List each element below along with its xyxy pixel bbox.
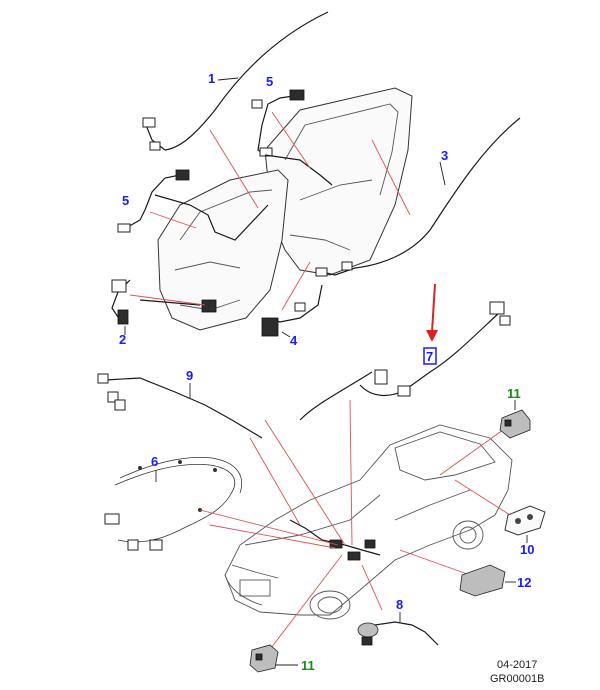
highlight-arrow-shaft: [431, 283, 436, 333]
sunroof-harness-6: [104, 456, 242, 551]
callout-7-highlight-box: [423, 347, 437, 365]
vehicle-outline: [224, 424, 513, 620]
callout-11-lower[interactable]: 11: [301, 658, 315, 673]
door-harness-3: [321, 117, 521, 276]
module-11-lower: [249, 644, 279, 673]
roof-harness-9: [97, 373, 263, 439]
callout-4[interactable]: 4: [290, 333, 298, 348]
footer-ref: GR00001B: [490, 673, 544, 685]
callout-6[interactable]: 6: [151, 454, 158, 469]
highlight-arrow-head: [426, 330, 438, 342]
callout-9[interactable]: 9: [186, 368, 193, 383]
callout-10[interactable]: 10: [520, 542, 534, 557]
callout-7[interactable]: 7: [426, 349, 433, 364]
callout-8[interactable]: 8: [396, 597, 403, 612]
callout-5-upper[interactable]: 5: [266, 74, 273, 89]
sensor-8: [357, 621, 439, 646]
rear-door-panel: [264, 87, 413, 276]
callout-2[interactable]: 2: [119, 332, 126, 347]
switch-pack-10: [504, 505, 546, 536]
front-door-panel: [157, 169, 289, 331]
door-module-2: [111, 279, 217, 325]
callout-12[interactable]: 12: [517, 575, 531, 590]
callout-11-upper[interactable]: 11: [507, 386, 521, 401]
door-module-4: [261, 284, 323, 337]
footer-date: 04-2017: [497, 659, 537, 671]
connector: [142, 117, 156, 128]
door-lock-harness-lower: [117, 169, 269, 241]
callout-5-lower[interactable]: 5: [122, 193, 129, 208]
connector: [149, 141, 161, 151]
door-harness-1: [164, 11, 329, 151]
door-lock-harness-upper: [251, 89, 333, 186]
module-11-upper: [499, 409, 531, 439]
module-12: [459, 564, 506, 597]
sensor-harness-7: [299, 301, 511, 421]
callout-3[interactable]: 3: [441, 148, 448, 163]
callout-1[interactable]: 1: [208, 71, 215, 86]
